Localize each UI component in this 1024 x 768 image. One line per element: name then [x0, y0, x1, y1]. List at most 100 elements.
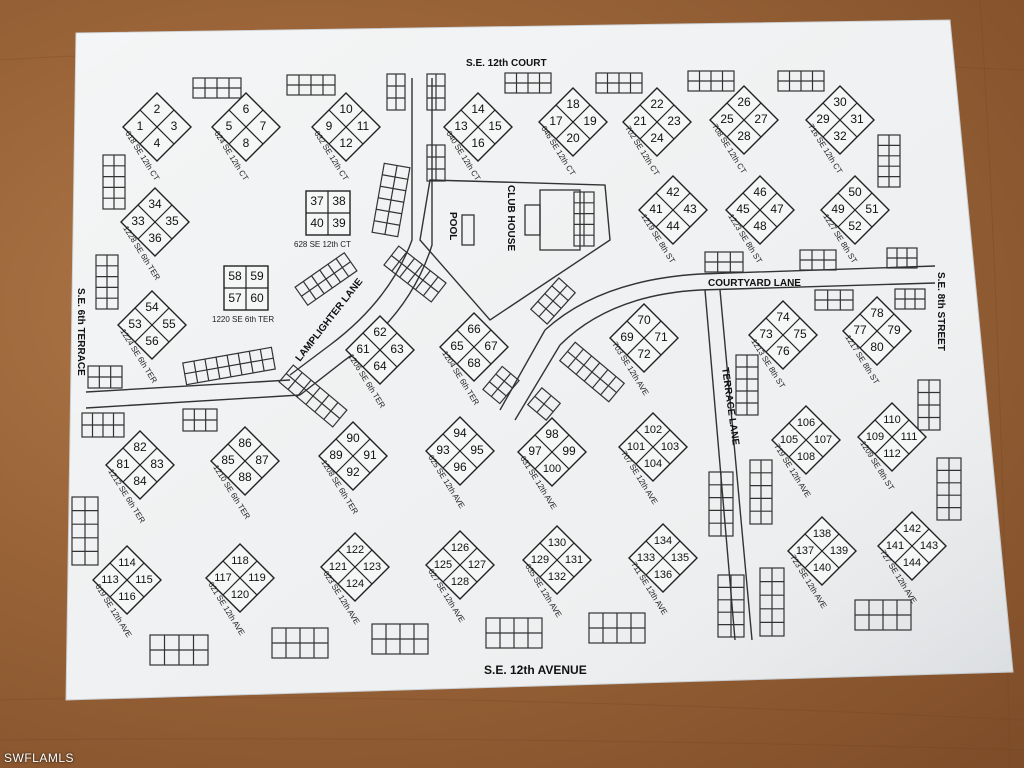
unit-number: 76 [776, 344, 790, 358]
unit-number: 108 [797, 451, 815, 463]
unit-number: 81 [116, 457, 130, 471]
unit-number: 82 [133, 440, 147, 454]
unit-number: 137 [796, 545, 814, 557]
unit-number: 98 [545, 427, 559, 441]
parking-stalls [386, 73, 406, 111]
unit-number: 143 [920, 540, 938, 552]
unit-number: 109 [866, 431, 884, 443]
parking-stalls [799, 249, 837, 271]
parking-stalls [529, 277, 577, 325]
unit-number: 7 [260, 119, 267, 133]
parking-stalls [777, 70, 825, 92]
unit-number: 32 [833, 129, 847, 143]
building-address: 1220 SE 6th TER [212, 315, 274, 324]
building-divider [227, 443, 263, 479]
unit-number: 128 [451, 576, 469, 588]
unit-number: 19 [583, 114, 597, 128]
unit-number: 65 [450, 339, 464, 353]
building-divider [626, 320, 662, 356]
parking-stalls [426, 144, 446, 182]
unit-number: 72 [637, 347, 651, 361]
unit-number: 79 [887, 323, 901, 337]
unit-number: 90 [346, 431, 360, 445]
unit-number: 107 [814, 434, 832, 446]
unit-number: 28 [737, 129, 751, 143]
unit-number: 6 [243, 102, 250, 116]
street-label-top: S.E. 12th COURT [466, 58, 547, 69]
unit-number: 105 [780, 434, 798, 446]
unit-number: 30 [833, 95, 847, 109]
unit-number: 141 [886, 540, 904, 552]
building-divider [222, 560, 258, 596]
unit-number: 5 [226, 119, 233, 133]
unit-number: 63 [390, 342, 404, 356]
unit-number: 56 [145, 334, 159, 348]
building-divider [788, 422, 824, 458]
parking-stalls [588, 612, 646, 644]
building-divider [335, 438, 371, 474]
unit-number: 89 [329, 448, 343, 462]
unit-number: 110 [883, 414, 901, 426]
stall-line [301, 261, 351, 297]
unit-number: 70 [637, 313, 651, 327]
unit-number: 99 [562, 444, 576, 458]
unit-number: 46 [753, 185, 767, 199]
unit-number: 58 [228, 269, 242, 283]
unit-number: 34 [148, 197, 162, 211]
parking-stalls [182, 408, 218, 432]
unit-number: 29 [816, 112, 830, 126]
building-divider [460, 109, 496, 145]
pool-label: POOL [447, 212, 458, 240]
unit-number: 1 [137, 119, 144, 133]
parking-stalls [81, 412, 125, 438]
building-divider [539, 542, 575, 578]
building-divider [635, 429, 671, 465]
building-divider [742, 192, 778, 228]
parking-stalls [294, 251, 358, 307]
parking-stalls [936, 457, 962, 521]
unit-number: 93 [436, 443, 450, 457]
stall-line [534, 395, 554, 413]
club-house [524, 189, 581, 251]
unit-number: 8 [243, 136, 250, 150]
unit-number: 127 [468, 559, 486, 571]
building-divider [442, 433, 478, 469]
unit-number: 62 [373, 325, 387, 339]
unit-number: 78 [870, 306, 884, 320]
unit-number: 86 [238, 436, 252, 450]
parking-stalls [595, 72, 643, 94]
unit-number: 88 [238, 470, 252, 484]
building-divider [122, 447, 158, 483]
unit-number: 53 [128, 317, 142, 331]
parking-stalls [95, 254, 119, 310]
unit-number: 20 [566, 131, 580, 145]
building-divider [645, 540, 681, 576]
parking-stalls [814, 289, 854, 311]
unit-number: 67 [484, 339, 498, 353]
unit-number: 134 [654, 535, 672, 547]
unit-number: 136 [654, 569, 672, 581]
unit-number: 71 [654, 330, 668, 344]
unit-number: 37 [310, 194, 324, 208]
parking-stalls [485, 617, 543, 649]
unit-number: 64 [373, 359, 387, 373]
unit-number: 106 [797, 417, 815, 429]
unit-number: 119 [248, 572, 266, 584]
unit-number: 59 [250, 269, 264, 283]
unit-number: 116 [118, 591, 136, 603]
parking-stalls [286, 74, 336, 96]
unit-number: 117 [214, 572, 232, 584]
unit-number: 122 [346, 544, 364, 556]
unit-number: 35 [165, 214, 179, 228]
unit-number: 104 [644, 458, 662, 470]
unit-number: 111 [901, 431, 918, 443]
unit-number: 52 [848, 219, 862, 233]
building-divider [639, 104, 675, 140]
parking-stalls [917, 379, 941, 431]
unit-number: 10 [339, 102, 353, 116]
building-divider [139, 109, 175, 145]
street-label-courtyard: COURTYARD LANE [708, 278, 801, 289]
